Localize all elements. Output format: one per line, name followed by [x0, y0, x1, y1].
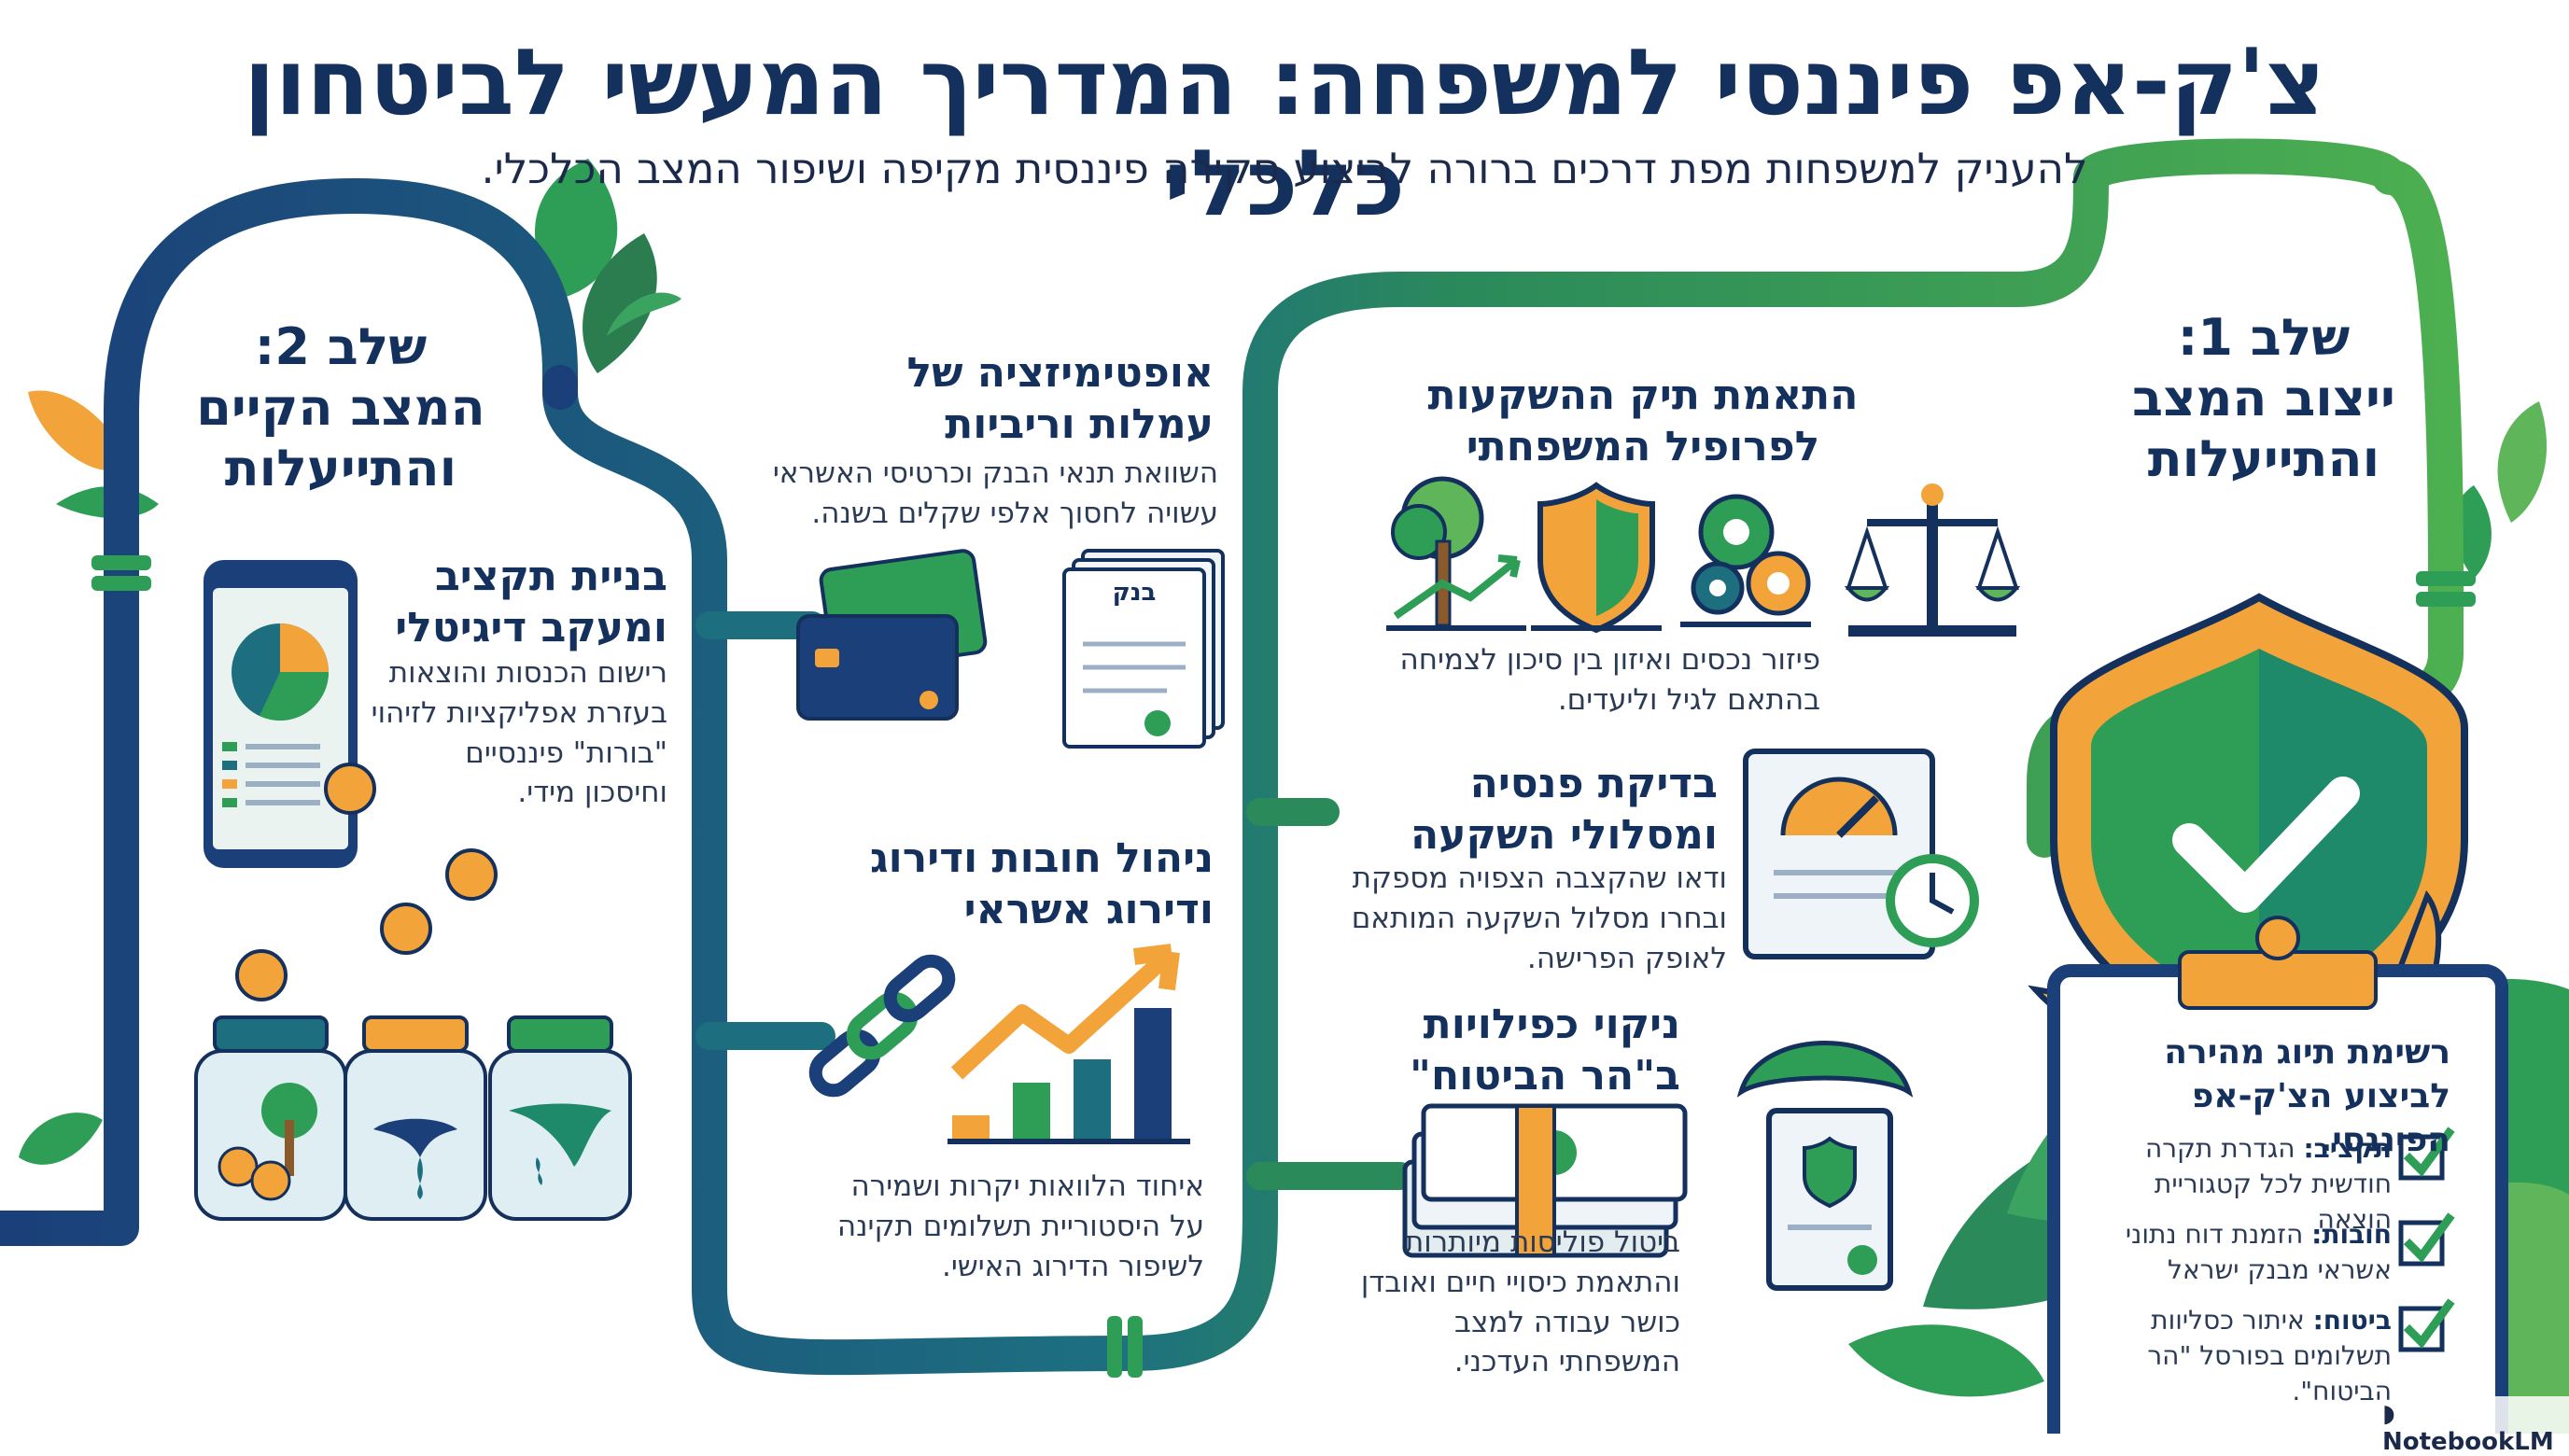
euro-coin-icon	[445, 848, 498, 901]
page-subtitle: להעניק למשפחות מפת דרכים ברורה לביצוע סק…	[481, 144, 2088, 193]
checklist-item-key: ביטוח:	[2312, 1305, 2392, 1336]
rising-bar-chart-icon	[948, 944, 1190, 1144]
debt-text: איחוד הלוואות יקרות ושמירה על היסטוריית …	[836, 1169, 1204, 1283]
scales-icon	[1844, 483, 2021, 637]
branch-pipes	[695, 611, 1414, 1190]
checkbox-checked-icon	[2398, 1127, 2455, 1352]
pipe-connector-rings	[91, 555, 2476, 1378]
bank-document-label: בנק	[1112, 579, 1157, 607]
budget-text: רישום הכנסות והוצאות בעזרת אפליקציות לזי…	[371, 656, 667, 810]
checklist-item-budget: תקציב: הגדרת תקרה חודשית לכל קטגוריית הו…	[2084, 1131, 2392, 1237]
fees-heading: אופטימיזציה של עמלות וריביות	[906, 349, 1214, 448]
shield-icon	[1531, 482, 1662, 634]
savings-jar-tree-icon	[194, 1015, 347, 1221]
portfolio-heading: התאמת תיק ההשקעות לפרופיל המשפחתי	[1427, 371, 1859, 470]
checklist-item-key: תקציב:	[2303, 1133, 2392, 1164]
notebooklm-badge: ◗ NotebookLM	[2382, 1400, 2565, 1456]
bank-document-icon	[1062, 549, 1225, 749]
banknote-stack-icon	[1402, 1103, 1688, 1258]
clipboard-frame	[2047, 916, 2508, 1434]
umbrella-document-icon	[1736, 1041, 1914, 1291]
dripping-jar-icon	[488, 1015, 632, 1221]
growth-tree-icon	[1386, 476, 1526, 631]
checklist-item-debts: חובות: הזמנת דוח נתוני אשראי מבנק ישראל	[2084, 1217, 2392, 1288]
checklist-item-text: הגדרת תקרה חודשית לכל קטגוריית הוצאה	[2144, 1133, 2392, 1235]
checklist-item-insurance: ביטוח: איתור כסליוות תשלומים בפורסל "הר …	[2084, 1303, 2392, 1408]
checklist-title: רשימת תיוג מהירה לביצוע הצ'ק-אפ הפיננסי.	[2164, 1033, 2450, 1159]
pension-heading: בדיקת פנסיה ומסלולי השקעה	[1411, 760, 1718, 859]
checklist-item-text: איתור כסליוות תשלומים בפורסל "הר הביטוח"…	[2147, 1305, 2392, 1407]
pension-gauge-document-icon	[1743, 749, 1979, 959]
journey-path	[0, 138, 2464, 1376]
checklist-item-text: הזמנת דוח נתוני אשראי מבנק ישראל	[2125, 1219, 2392, 1285]
brand-label: NotebookLM	[2382, 1428, 2554, 1456]
gears-icon	[1680, 494, 1811, 627]
stage-2-label: שלב 2: המצב הקיים והתייעלות	[196, 317, 485, 497]
pension-text: ודאו שהקצבה הצפויה מספקת ובחרו מסלול השק…	[1351, 861, 1727, 975]
phone-budget-app-icon	[204, 560, 358, 868]
budget-heading: בניית תקציב ומעקב דיגיטלי	[395, 553, 667, 651]
leaking-jar-icon	[344, 1015, 487, 1221]
notebooklm-logo-icon: ◗	[2382, 1400, 2395, 1428]
stage-1-label: שלב 1: ייצוב המצב והתייעלות	[2132, 308, 2395, 488]
insurance-heading: ניקוי כפילויות ב"הר הביטוח"	[1410, 1001, 1680, 1099]
credit-cards-icon	[796, 549, 988, 721]
portfolio-text: פיזור נכסים ואיזון בין סיכון לצמיחה בהתא…	[1399, 643, 1820, 717]
dollar-coin-icon	[235, 763, 432, 1001]
insurance-text: ביטול פוליסות מיותרות והתאמת כיסויי חיים…	[1360, 1225, 1680, 1379]
fees-text: השוואת תנאי הבנק וכרטיסי האשראי עשויה לח…	[772, 456, 1218, 530]
page-title: צ'ק-אפ פיננסי למשפחה: המדריך המעשי לביטח…	[244, 30, 2325, 237]
debt-heading: ניהול חובות ודירוג ודירוג אשראי	[870, 834, 1214, 933]
broken-chain-icon	[808, 954, 956, 1098]
checklist-item-key: חובות:	[2311, 1219, 2392, 1250]
